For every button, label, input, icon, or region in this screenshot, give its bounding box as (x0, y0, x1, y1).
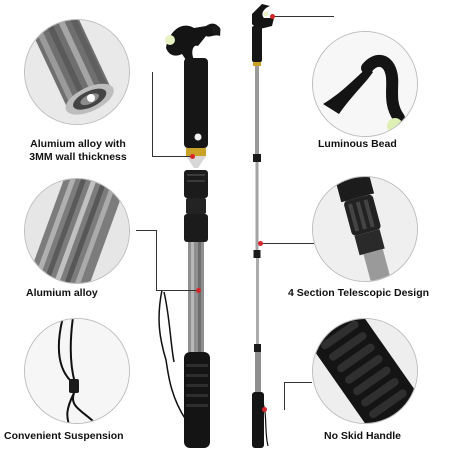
detail-circle-tube-end (24, 19, 130, 125)
detail-circle-alloy-tube (24, 178, 130, 284)
detail-circle-hook (312, 31, 418, 137)
accent-dot (270, 14, 275, 19)
boat-hook-icon (313, 32, 417, 136)
luminous-bead-icon (387, 118, 403, 134)
detail-circle-grip (312, 318, 418, 424)
no-skid-grip-icon (313, 319, 417, 423)
detail-circle-lock (312, 176, 418, 282)
leader-wall-thickness-h (152, 156, 192, 157)
label-alloy: Alumium alloy (26, 287, 98, 299)
label-wall-thickness: Alumium alloy with 3MM wall thickness (29, 138, 127, 163)
product-poles (158, 4, 274, 448)
leader-handle-h (284, 382, 312, 383)
alloy-tube-closeup (25, 179, 129, 283)
leader-alloy (136, 230, 156, 231)
leader-alloy-v (156, 230, 157, 290)
label-handle: No Skid Handle (324, 430, 402, 442)
collapsed-pole (158, 23, 221, 448)
detail-circle-strap (24, 318, 130, 424)
extended-pole (252, 4, 274, 448)
wrist-strap-icon (25, 319, 129, 423)
label-telescopic: 4 Section Telescopic Design (288, 287, 430, 299)
leader-telescopic (262, 243, 314, 244)
label-bead: Luminous Bead (318, 138, 397, 150)
accent-dot (190, 154, 195, 159)
tube-end-closeup (25, 20, 129, 124)
leader-handle (284, 382, 285, 410)
accent-dot (262, 407, 267, 412)
label-suspension: Convenient Suspension (4, 430, 124, 442)
leader-bead (274, 16, 334, 17)
twist-lock-closeup (313, 177, 417, 281)
leader-alloy-h2 (156, 290, 198, 291)
accent-dot (258, 241, 263, 246)
accent-dot (196, 288, 201, 293)
leader-wall-thickness (152, 72, 153, 156)
